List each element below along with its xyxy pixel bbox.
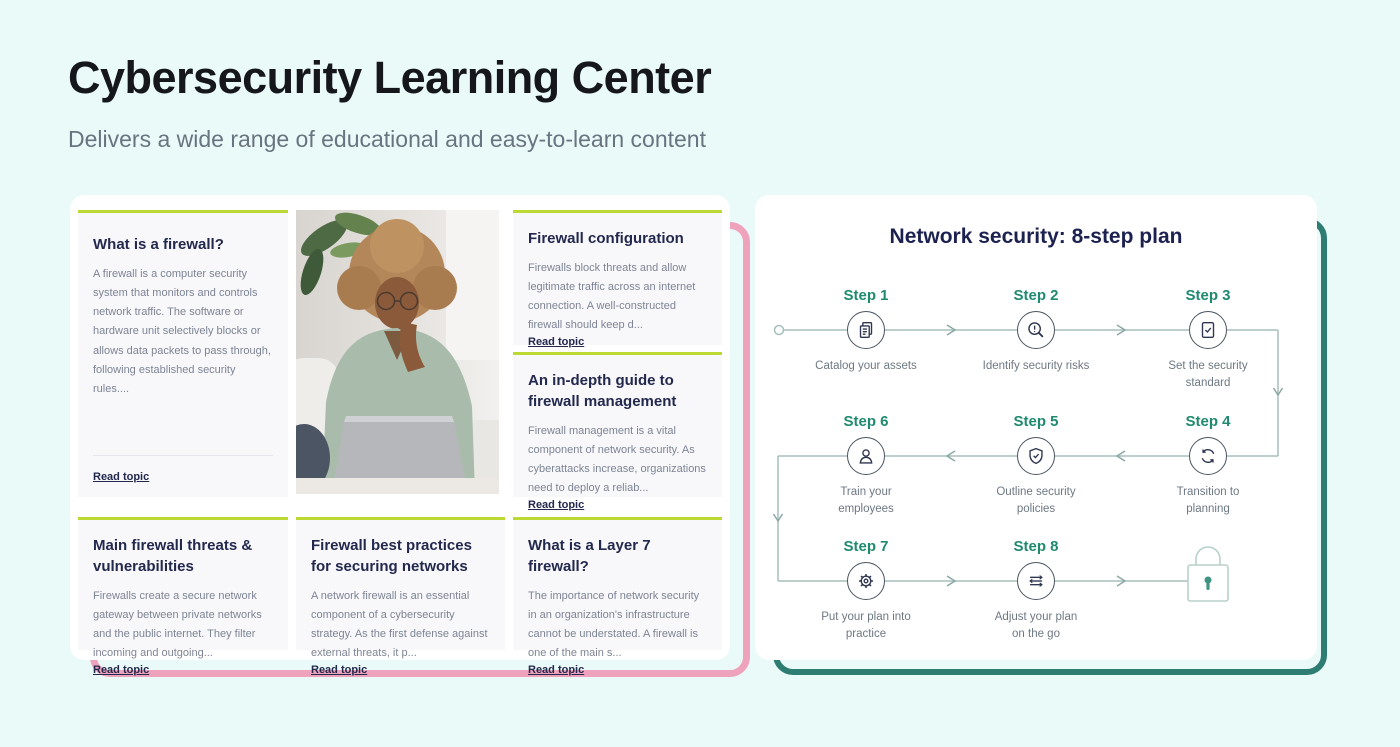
refresh-icon (1189, 437, 1227, 475)
step-label: Step 2 (1013, 287, 1059, 304)
article-photo (296, 210, 499, 494)
step-label: Step 4 (1185, 413, 1231, 430)
step-caption: Put your plan into practice (821, 611, 911, 640)
plan-title: Network security: 8-step plan (889, 225, 1183, 248)
step-caption: Outline security policies (996, 486, 1076, 515)
topic-card-firewall-configuration: Firewall configuration Firewalls block t… (513, 210, 722, 348)
read-topic-link[interactable]: Read topic (93, 663, 150, 676)
read-topic-link[interactable]: Read topic (528, 663, 585, 676)
padlock-icon (1187, 546, 1229, 602)
sliders-icon (1017, 562, 1055, 600)
card-title: What is a Layer 7 firewall? (528, 537, 651, 575)
card-title: What is a firewall? (93, 236, 224, 253)
page-title: Cybersecurity Learning Center (68, 52, 712, 103)
documents-icon (847, 311, 885, 349)
card-body: A firewall is a computer security system… (93, 268, 271, 395)
step-node-6: Step 6 Train your employees (791, 413, 941, 517)
gear-icon (847, 562, 885, 600)
step-node-2: Step 2 Identify security risks (961, 287, 1111, 375)
card-title: An in-depth guide to firewall management (528, 372, 677, 410)
step-caption: Adjust your plan on the go (994, 611, 1078, 640)
step-label: Step 1 (843, 287, 889, 304)
step-node-7: Step 7 Put your plan into practice (791, 538, 941, 642)
plan-panel: Network security: 8-step plan (755, 195, 1317, 660)
card-body: The importance of network security in an… (528, 590, 700, 660)
shield-check-icon (1017, 437, 1055, 475)
card-body: Firewall management is a vital component… (528, 425, 706, 495)
card-body: Firewalls create a secure network gatewa… (93, 590, 262, 660)
topic-card-firewall-management-guide: An in-depth guide to firewall management… (513, 352, 722, 511)
person-icon (847, 437, 885, 475)
step-caption: Catalog your assets (815, 360, 917, 372)
checklist-icon (1189, 311, 1227, 349)
card-title: Firewall configuration (528, 230, 684, 247)
topic-card-firewall-best-practices: Firewall best practices for securing net… (296, 517, 505, 676)
step-caption: Identify security risks (982, 360, 1090, 372)
step-label: Step 8 (1013, 538, 1059, 555)
card-body: A network firewall is an essential compo… (311, 590, 488, 660)
step-node-5: Step 5 Outline security policies (961, 413, 1111, 517)
step-node-4: Step 4 Transition to planning (1133, 413, 1283, 517)
flow-arrows (772, 324, 1284, 587)
search-alert-icon (1017, 311, 1055, 349)
step-label: Step 7 (843, 538, 889, 555)
step-caption: Set the security standard (1168, 360, 1248, 389)
card-title: Main firewall threats & vulnerabilities (93, 537, 253, 575)
card-body: Firewalls block threats and allow legiti… (528, 262, 696, 332)
step-caption: Transition to planning (1176, 486, 1240, 515)
page-subtitle: Delivers a wide range of educational and… (68, 126, 706, 152)
read-topic-link[interactable]: Read topic (528, 498, 585, 511)
step-label: Step 6 (843, 413, 889, 430)
step-node-1: Step 1 Catalog your assets (791, 287, 941, 375)
learning-panel: What is a firewall? A firewall is a comp… (70, 195, 730, 676)
read-topic-link[interactable]: Read topic (93, 455, 273, 483)
step-caption: Train your employees (838, 486, 894, 515)
step-node-8: Step 8 Adjust your plan on the go (961, 538, 1111, 642)
woman-laptop-illustration (296, 210, 499, 494)
step-node-3: Step 3 Set the security standard (1133, 287, 1283, 391)
step-label: Step 3 (1185, 287, 1231, 304)
read-topic-link[interactable]: Read topic (311, 663, 368, 676)
topic-card-layer7-firewall: What is a Layer 7 firewall? The importan… (513, 517, 722, 676)
card-title: Firewall best practices for securing net… (311, 537, 472, 575)
step-label: Step 5 (1013, 413, 1059, 430)
read-topic-link[interactable]: Read topic (528, 335, 585, 348)
topic-card-firewall-threats: Main firewall threats & vulnerabilities … (78, 517, 288, 676)
topic-card-what-is-a-firewall: What is a firewall? A firewall is a comp… (78, 210, 288, 497)
